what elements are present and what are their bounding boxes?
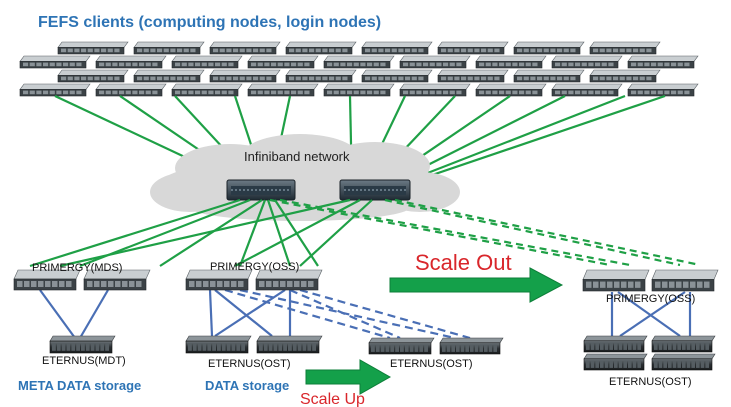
eternus-ost-label-3: ETERNUS(OST) [609,376,692,388]
dashed-storage-link [299,288,471,340]
client-server [323,83,395,97]
lower-servers-group [13,269,719,292]
server-storage-links [39,289,692,339]
client-server [285,41,357,55]
client-server [475,55,547,69]
switch-link [29,198,241,268]
client-server [399,55,471,69]
data-storage-label: DATA storage [205,378,289,393]
switch-link [299,199,373,267]
client-server [513,41,585,55]
client-server [133,69,205,83]
storage-link [208,289,214,337]
client-server [551,55,623,69]
client-server [627,55,699,69]
client-server [361,69,433,83]
client-server [95,55,167,69]
client-server [589,41,661,55]
scale-up-arrow [305,359,392,395]
meta-data-storage-label: META DATA storage [18,378,141,393]
scale-up-links [224,288,471,340]
dashed-link [269,198,611,267]
client-server [171,83,243,97]
eternus-ost-array-scaleout [651,335,716,353]
network-label: Infiniband network [244,149,350,164]
client-server [437,41,509,55]
storage-link [39,289,76,339]
primergy-oss-scaleout-label: PRIMERGY(OSS) [606,293,695,305]
client-server [399,83,471,97]
fefs-clients-group [19,41,699,97]
client-server [361,41,433,55]
storage-link [214,289,286,337]
oss-scaleout-server [582,269,650,292]
eternus-ost-array-scaleout [651,353,716,371]
scale-up-label: Scale Up [300,391,365,407]
switch-link [59,198,351,268]
eternus-ost-array [185,335,252,354]
storage-link [619,291,686,337]
client-server [171,55,243,69]
dashed-storage-link [289,288,401,340]
dashed-storage-link [239,288,456,340]
client-server [437,69,509,83]
dashed-link [394,198,701,267]
client-server [95,83,167,97]
scale-out-arrow [389,267,564,303]
client-server [57,69,129,83]
client-server [323,55,395,69]
eternus-mdt-label: ETERNUS(MDT) [42,355,126,367]
mds-server [13,269,81,291]
client-server [209,69,281,83]
storage-arrays-group [49,335,716,371]
client-server [209,41,281,55]
switch-link [238,199,267,267]
eternus-ost-array [256,335,323,354]
storage-link [214,289,273,337]
dashed-storage-link [224,288,391,340]
storage-link [617,291,681,337]
oss-server [255,269,323,291]
scale-out-links [269,198,701,267]
primergy-mds-label: PRIMERGY(MDS) [32,262,122,274]
client-server [285,69,357,83]
scale-out-label: Scale Out [415,250,512,275]
eternus-ost-array-scaleup [439,337,504,355]
switch-link [159,199,263,267]
client-server [513,69,585,83]
eternus-ost-label-1: ETERNUS(OST) [208,358,291,370]
eternus-mdt-array [49,335,116,354]
switch-server-links [29,198,373,268]
switch-link [266,199,292,267]
client-server [19,83,91,97]
client-server [247,83,319,97]
client-server [57,41,129,55]
infiniband-switch-left [226,179,296,201]
dashed-link [384,198,681,267]
eternus-ost-array-scaleup [368,337,435,355]
client-server [475,83,547,97]
client-server [133,41,205,55]
storage-link [79,289,109,339]
infiniband-switch-right [339,179,411,201]
client-server [19,55,91,69]
primergy-oss-label: PRIMERGY(OSS) [210,261,299,273]
client-server [551,83,623,97]
client-server [589,69,661,83]
eternus-ost-label-2: ETERNUS(OST) [390,358,473,370]
eternus-ost-array-scaleout [583,335,648,353]
mds-server [83,269,151,291]
oss-server [185,269,253,291]
diagram-title: FEFS clients (computing nodes, login nod… [38,14,381,31]
oss-scaleout-server [651,269,719,292]
client-server [247,55,319,69]
client-server [627,83,699,97]
eternus-ost-array-scaleout [583,353,648,371]
